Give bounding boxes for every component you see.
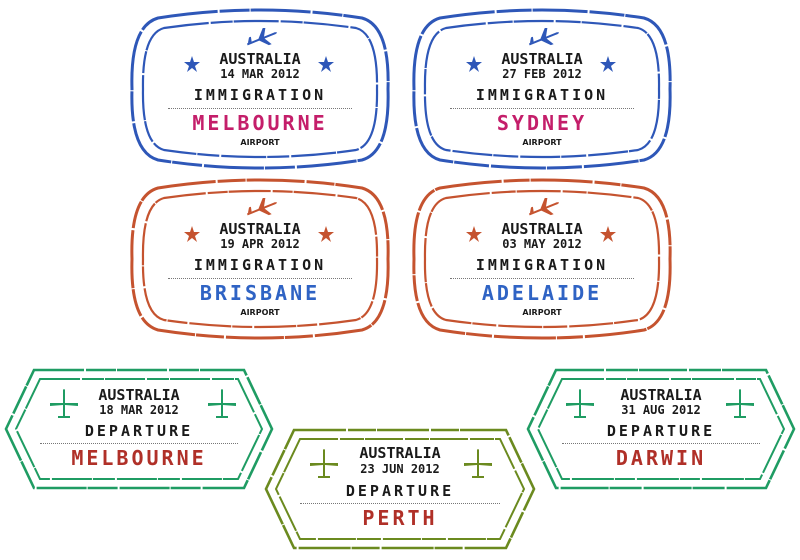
stamp-country: AUSTRALIA — [359, 444, 441, 462]
stamp-border — [4, 368, 274, 490]
stamp-subtitle: AIRPORT — [240, 308, 280, 317]
star-icon — [184, 226, 200, 242]
airplane-icon — [528, 198, 560, 216]
star-icon — [184, 56, 200, 72]
airplane-icon — [246, 198, 278, 216]
airplane-icon — [726, 389, 754, 418]
stamp-city: SYDNEY — [496, 111, 588, 135]
dotted-divider — [168, 108, 352, 109]
stamp-date: 19 APR 2012 — [220, 237, 300, 251]
stamp-border — [526, 368, 796, 490]
dotted-divider — [300, 503, 500, 504]
stamp-date: 18 MAR 2012 — [99, 403, 179, 417]
stamp-city: MELBOURNE — [192, 111, 328, 135]
stamp-departure-perth: AUSTRALIA 23 JUN 2012 DEPARTURE PERTH — [264, 428, 536, 550]
stamp-type: DEPARTURE — [84, 422, 194, 440]
dotted-divider — [450, 108, 634, 109]
stamp-border — [130, 178, 390, 340]
airplane-icon — [528, 28, 560, 46]
stamp-city: BRISBANE — [199, 281, 321, 305]
stamp-city: MELBOURNE — [71, 446, 207, 470]
stamp-subtitle: AIRPORT — [522, 138, 562, 147]
dotted-divider — [40, 443, 238, 444]
airplane-icon — [50, 389, 78, 418]
dotted-divider — [562, 443, 760, 444]
stamp-departure-darwin: AUSTRALIA 31 AUG 2012 DEPARTURE DARWIN — [526, 368, 796, 490]
stamp-country: AUSTRALIA — [501, 50, 583, 68]
stamp-date: 27 FEB 2012 — [502, 67, 582, 81]
stamp-type: IMMIGRATION — [475, 86, 609, 104]
stamp-border — [130, 8, 390, 170]
airplane-icon — [566, 389, 594, 418]
stamp-country: AUSTRALIA — [501, 220, 583, 238]
stamp-date: 03 MAY 2012 — [502, 237, 582, 251]
stamp-country: AUSTRALIA — [219, 50, 301, 68]
stamp-type: DEPARTURE — [345, 482, 455, 500]
stamp-departure-melbourne: AUSTRALIA 18 MAR 2012 DEPARTURE MELBOURN… — [4, 368, 274, 490]
stamp-type: DEPARTURE — [606, 422, 716, 440]
stamp-immigration-sydney: AUSTRALIA 27 FEB 2012 IMMIGRATION SYDNEY… — [410, 8, 674, 170]
stamp-immigration-adelaide: AUSTRALIA 03 MAY 2012 IMMIGRATION ADELAI… — [410, 178, 674, 340]
dotted-divider — [450, 278, 634, 279]
stamp-city: DARWIN — [615, 446, 707, 470]
dotted-divider — [168, 278, 352, 279]
star-icon — [318, 226, 334, 242]
star-icon — [600, 56, 616, 72]
airplane-icon — [208, 389, 236, 418]
stamp-city: ADELAIDE — [481, 281, 603, 305]
stamp-date: 31 AUG 2012 — [621, 403, 701, 417]
stamp-city: PERTH — [362, 506, 438, 530]
star-icon — [466, 56, 482, 72]
airplane-icon — [246, 28, 278, 46]
stamp-country: AUSTRALIA — [219, 220, 301, 238]
stamp-subtitle: AIRPORT — [240, 138, 280, 147]
stamp-subtitle: AIRPORT — [522, 308, 562, 317]
stamp-border — [264, 428, 536, 550]
stamp-country: AUSTRALIA — [98, 386, 180, 404]
stamp-date: 23 JUN 2012 — [360, 462, 440, 476]
star-icon — [318, 56, 334, 72]
stamp-immigration-melbourne: AUSTRALIA 14 MAR 2012 IMMIGRATION MELBOU… — [128, 8, 392, 170]
airplane-icon — [310, 449, 338, 478]
stamp-type: IMMIGRATION — [193, 86, 327, 104]
star-icon — [466, 226, 482, 242]
stamp-immigration-brisbane: AUSTRALIA 19 APR 2012 IMMIGRATION BRISBA… — [128, 178, 392, 340]
star-icon — [600, 226, 616, 242]
stamp-type: IMMIGRATION — [193, 256, 327, 274]
stamp-date: 14 MAR 2012 — [220, 67, 300, 81]
stamp-country: AUSTRALIA — [620, 386, 702, 404]
stamp-border — [412, 8, 672, 170]
stamp-type: IMMIGRATION — [475, 256, 609, 274]
stamp-border — [412, 178, 672, 340]
airplane-icon — [464, 449, 492, 478]
